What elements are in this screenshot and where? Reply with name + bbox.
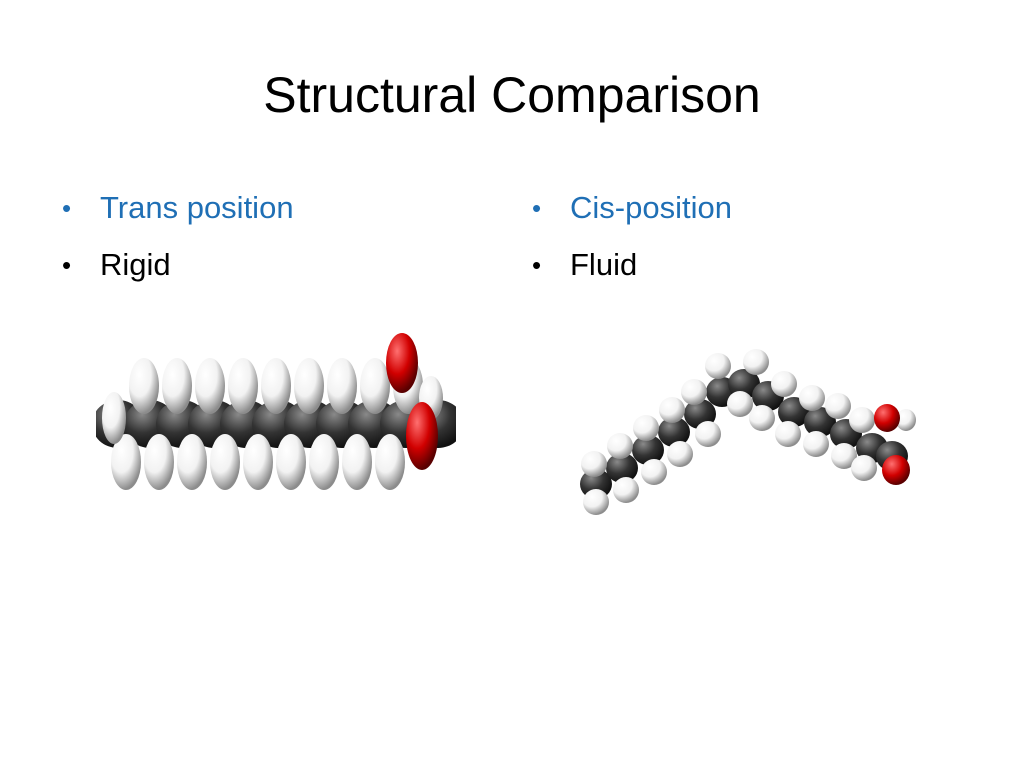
oxygen-atom (882, 455, 910, 485)
bullet-trans-position: • Trans position (60, 188, 294, 228)
carbon-atom (632, 435, 664, 465)
bullet-dot-icon: • (532, 193, 542, 223)
hydrogen-atom (749, 405, 775, 431)
oxygen-atom (386, 333, 418, 393)
right-bullet-list: • Cis-position • Fluid (530, 188, 732, 285)
hydrogen-atom (195, 358, 225, 414)
bullet-text: Fluid (570, 247, 638, 282)
hydrogen-atom (375, 434, 405, 490)
left-column: • Trans position • Rigid (60, 188, 294, 302)
oxygen-atom (874, 404, 900, 432)
hydrogen-atom (162, 358, 192, 414)
bullet-text: Trans position (100, 190, 294, 225)
hydrogen-atom (825, 393, 851, 419)
carbon-atom (606, 453, 638, 483)
trans-molecule-model (96, 333, 456, 490)
hydrogen-atom (294, 358, 324, 414)
hydrogen-atom (633, 415, 659, 441)
hydrogen-atom (111, 434, 141, 490)
hydrogen-atom (309, 434, 339, 490)
hydrogen-atom (727, 391, 753, 417)
carbon-atom (728, 369, 760, 399)
carbon-atom (804, 407, 836, 437)
oxygen-atom (406, 402, 438, 470)
bullet-dot-icon: • (62, 193, 72, 223)
hydrogen-atom (743, 349, 769, 375)
hydrogen-atom (327, 358, 357, 414)
hydrogen-atom (129, 358, 159, 414)
hydrogen-atom (144, 434, 174, 490)
bullet-text: Cis-position (570, 190, 732, 225)
carbon-atom (658, 417, 690, 447)
hydrogen-atom (177, 434, 207, 490)
cis-molecule-model (580, 349, 916, 515)
hydrogen-atom (771, 371, 797, 397)
hydrogen-atom (896, 409, 916, 431)
hydrogen-atom (803, 431, 829, 457)
bullet-dot-icon: • (62, 250, 72, 280)
hydrogen-atom (102, 392, 126, 444)
bullet-fluid: • Fluid (530, 245, 732, 285)
hydrogen-atom (360, 358, 390, 414)
hydrogen-atom (583, 489, 609, 515)
bullet-cis-position: • Cis-position (530, 188, 732, 228)
hydrogen-atom (831, 443, 857, 469)
hydrogen-atom (849, 407, 875, 433)
slide-title: Structural Comparison (263, 67, 761, 123)
hydrogen-atom (342, 434, 372, 490)
hydrogen-atom (261, 358, 291, 414)
hydrogen-atom (705, 353, 731, 379)
hydrogen-atom (613, 477, 639, 503)
hydrogen-atom (681, 379, 707, 405)
hydrogen-atom (581, 451, 607, 477)
hydrogen-atom (243, 434, 273, 490)
hydrogen-atom (607, 433, 633, 459)
bullet-text: Rigid (100, 247, 171, 282)
bullet-dot-icon: • (532, 250, 542, 280)
hydrogen-atom (775, 421, 801, 447)
hydrogen-atom (799, 385, 825, 411)
hydrogen-atom (695, 421, 721, 447)
hydrogen-atom (659, 397, 685, 423)
hydrogen-atom (851, 455, 877, 481)
hydrogen-atom (210, 434, 240, 490)
carbon-atom (580, 469, 612, 499)
bullet-rigid: • Rigid (60, 245, 294, 285)
cis-molecule-image (572, 344, 922, 524)
hydrogen-atom (276, 434, 306, 490)
trans-molecule-image (96, 318, 456, 508)
right-column: • Cis-position • Fluid (530, 188, 732, 302)
hydrogen-atom (667, 441, 693, 467)
hydrogen-atom (228, 358, 258, 414)
hydrogen-atom (641, 459, 667, 485)
left-bullet-list: • Trans position • Rigid (60, 188, 294, 285)
